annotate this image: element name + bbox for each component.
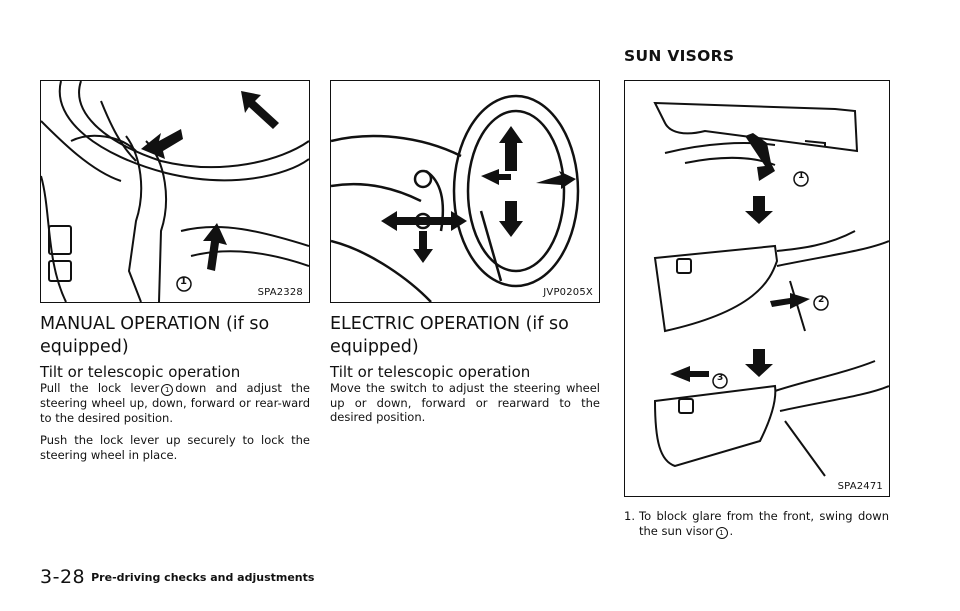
page-footer: 3-28 Pre-driving checks and adjustments (40, 566, 314, 588)
callout-1: 1 (798, 171, 805, 181)
figure-code: JVP0205X (543, 287, 593, 298)
figure-sun-visor: 1 2 3 SPA2471 (624, 80, 890, 497)
manual-operation-heading: MANUAL OPERATION (if so equipped) (40, 314, 270, 357)
lever-ref-icon: 1 (161, 384, 174, 396)
manual-steering-illustration (41, 81, 309, 302)
visor-ref-icon: 1 (715, 526, 728, 539)
step-number: 1. (624, 509, 635, 523)
figure-electric-steering: JVP0205X (330, 80, 600, 303)
manual-tilt-subheading: Tilt or telescopic operation (40, 363, 241, 381)
footer-section-name: Pre-driving checks and adjustments (91, 571, 315, 584)
callout-1: 1 (180, 276, 187, 287)
section-title: SUN VISORS (624, 47, 735, 65)
manual-paragraph-2: Push the lock lever up securely to lock … (40, 433, 310, 462)
electric-paragraph-1: Move the switch to adjust the steering w… (330, 381, 600, 424)
figure-code: SPA2471 (837, 481, 883, 492)
electric-tilt-subheading: Tilt or telescopic operation (330, 363, 531, 381)
step-text-main: To block glare from the front, swing dow… (639, 509, 889, 538)
step-text: To block glare from the front, swing dow… (639, 509, 889, 539)
callout-2: 2 (818, 295, 825, 305)
manual-p1-after: down and adjust the steering wheel up, d… (40, 381, 310, 425)
sun-visor-illustration (653, 101, 889, 477)
page-number: 3-28 (40, 566, 86, 588)
electric-operation-heading: ELECTRIC OPERATION (if so equipped) (330, 314, 569, 357)
figure-code: SPA2328 (257, 287, 303, 298)
electric-steering-illustration (331, 94, 580, 302)
callout-3: 3 (717, 373, 724, 383)
figure-manual-steering: 1 SPA2328 (40, 80, 310, 303)
step-text-end: . (729, 523, 734, 538)
manual-p1-before: Pull the lock lever (40, 381, 160, 395)
